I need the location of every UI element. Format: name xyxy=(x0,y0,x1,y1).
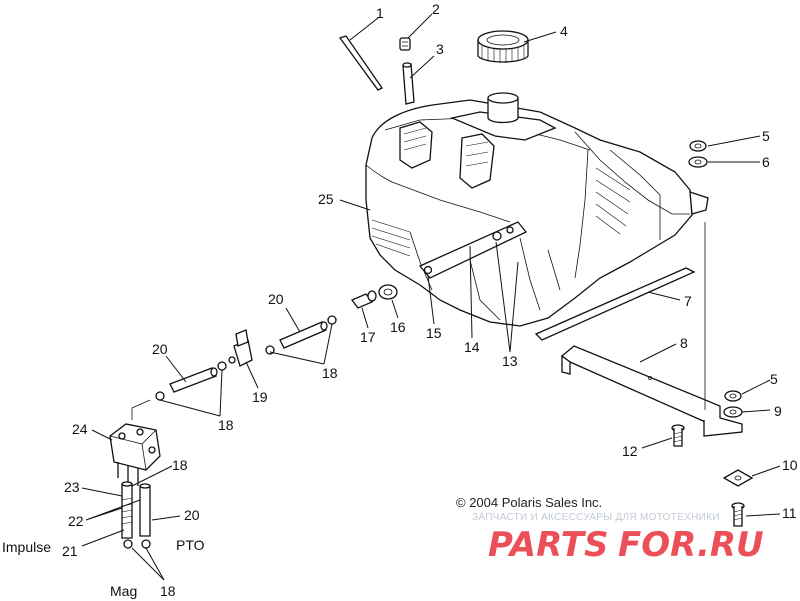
pump-hoses-part-20-lower xyxy=(121,481,151,549)
vent-hose-part-3 xyxy=(402,62,415,105)
callout-22: 22 xyxy=(68,513,84,529)
callout-4: 4 xyxy=(560,23,568,39)
port-labels: Impulse PTO Mag xyxy=(2,537,205,599)
callout-14: 14 xyxy=(464,339,480,355)
grommet-part-16 xyxy=(378,284,398,300)
fuel-tank xyxy=(365,92,709,327)
callout-18-mid: 18 xyxy=(218,417,234,433)
strap-part-1 xyxy=(338,35,383,91)
fuel-pump-part-24 xyxy=(109,399,161,486)
callout-13: 13 xyxy=(502,353,518,369)
fuel-cap-part-4 xyxy=(477,30,529,63)
pad-part-10 xyxy=(722,469,754,487)
callout-12: 12 xyxy=(622,443,638,459)
watermark-logo-left: PARTS xyxy=(488,525,608,565)
callout-15: 15 xyxy=(426,325,442,341)
callout-25: 25 xyxy=(318,191,334,207)
callout-10: 10 xyxy=(782,457,798,473)
hose-part-20-upper xyxy=(279,321,328,349)
nut-part-5-upper xyxy=(689,140,707,152)
leader-lines xyxy=(81,13,781,581)
fuel-valve-part-19 xyxy=(228,329,253,367)
watermark: ЗАПЧАСТИ И АКСЕССУАРЫ ДЛЯ МОТОТЕХНИКИ PA… xyxy=(472,512,764,565)
callout-18-upper: 18 xyxy=(322,365,338,381)
fitting-part-17 xyxy=(350,290,377,309)
callout-24: 24 xyxy=(72,421,88,437)
callout-3: 3 xyxy=(436,41,444,57)
callout-11: 11 xyxy=(782,505,797,521)
clamp-part-18-c xyxy=(217,361,227,371)
mag-label: Mag xyxy=(110,583,137,599)
callout-20-mid: 20 xyxy=(152,341,168,357)
callout-1: 1 xyxy=(376,5,384,21)
bracket-part-8 xyxy=(560,345,743,437)
washer-part-9 xyxy=(723,406,743,418)
callout-20-upper: 20 xyxy=(268,291,284,307)
watermark-subtitle: ЗАПЧАСТИ И АКСЕССУАРЫ ДЛЯ МОТОТЕХНИКИ xyxy=(472,512,720,523)
callout-18-pump: 18 xyxy=(172,457,188,473)
callout-17: 17 xyxy=(360,329,376,345)
callout-7: 7 xyxy=(684,293,692,309)
callout-5-upper: 5 xyxy=(762,128,770,144)
callout-16: 16 xyxy=(390,319,406,335)
clamp-part-18-d xyxy=(155,391,165,401)
copyright-text: © 2004 Polaris Sales Inc. xyxy=(456,495,602,510)
pto-label: PTO xyxy=(176,537,205,553)
callout-20-lower: 20 xyxy=(184,507,200,523)
callout-9: 9 xyxy=(774,403,782,419)
callout-21: 21 xyxy=(62,543,78,559)
callout-2: 2 xyxy=(432,1,440,17)
clamp-part-18-a xyxy=(327,315,337,325)
pad-strip-part-7 xyxy=(534,267,696,341)
callout-19: 19 xyxy=(252,389,268,405)
callout-labels: 1 2 3 4 5 6 25 7 8 5 9 10 11 12 13 14 15… xyxy=(62,1,798,599)
callout-5-lower: 5 xyxy=(770,371,778,387)
bolt-part-12 xyxy=(671,424,685,447)
washer-part-6 xyxy=(688,156,708,168)
nut-part-5-lower xyxy=(724,390,742,402)
clip-part-2 xyxy=(399,37,411,51)
hose-part-20-mid xyxy=(169,367,218,393)
impulse-label: Impulse xyxy=(2,539,51,555)
callout-8: 8 xyxy=(680,335,688,351)
callout-18-lower: 18 xyxy=(160,583,176,599)
watermark-logo-right: FOR.RU xyxy=(618,525,764,565)
callout-6: 6 xyxy=(762,154,770,170)
bolt-part-11 xyxy=(731,502,745,527)
callout-23: 23 xyxy=(64,479,80,495)
